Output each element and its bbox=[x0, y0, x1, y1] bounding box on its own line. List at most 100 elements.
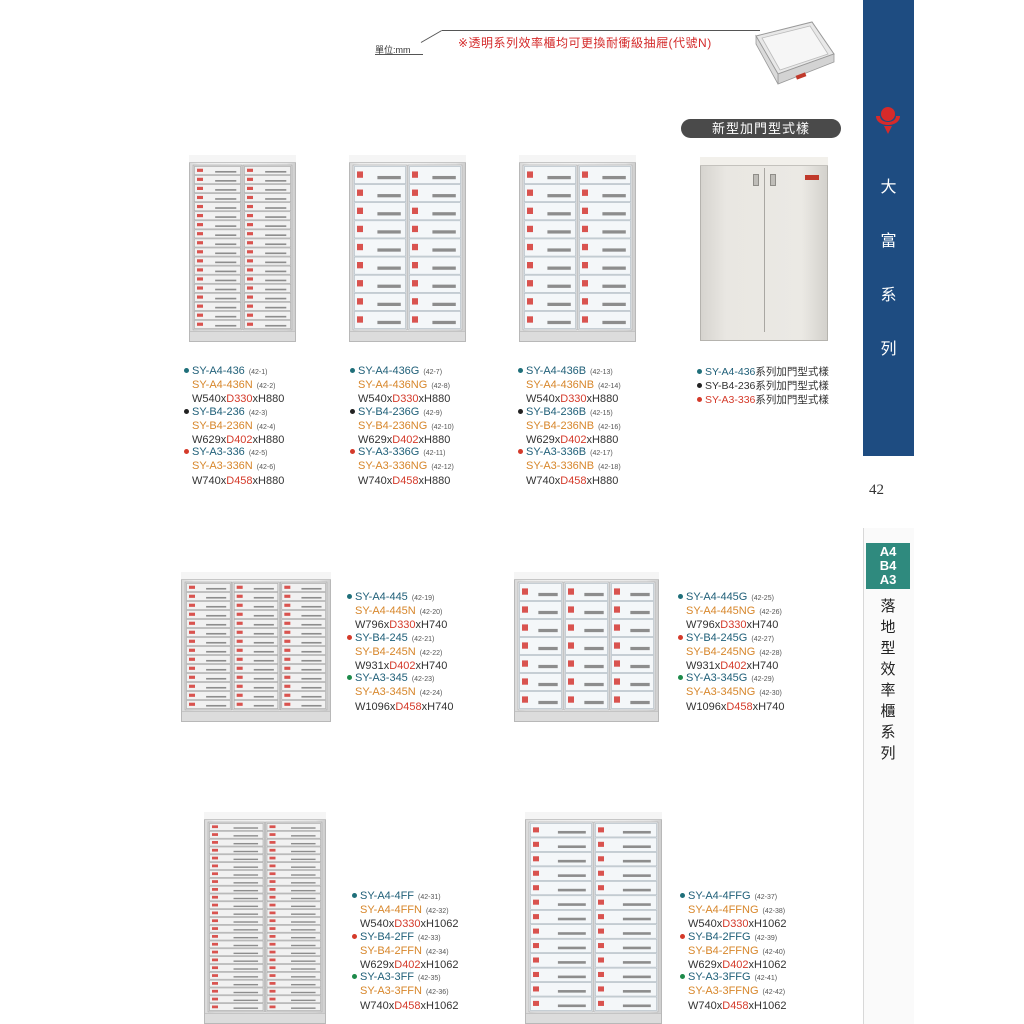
drawer bbox=[209, 972, 264, 980]
drawer bbox=[281, 691, 326, 700]
drawer-label bbox=[212, 825, 218, 829]
drawer bbox=[266, 831, 321, 839]
drawer-handle bbox=[301, 668, 322, 671]
drawer-handle bbox=[301, 659, 322, 662]
dimension-depth: D402 bbox=[722, 959, 749, 972]
drawer-handle bbox=[291, 827, 316, 829]
drawer-label bbox=[568, 660, 574, 667]
drawer-label bbox=[269, 1005, 276, 1009]
drawer-label bbox=[284, 612, 291, 616]
drawer-label bbox=[568, 642, 574, 649]
drawer-handle bbox=[584, 592, 604, 597]
drawer-column bbox=[184, 581, 232, 711]
drawer-handle bbox=[253, 596, 274, 599]
product-spec-block: SY-A4-436G(42-7)SY-A4-436NG(42-8)W540xD3… bbox=[350, 365, 454, 487]
dimension-depth: D402 bbox=[394, 959, 421, 972]
drawer bbox=[194, 166, 241, 175]
drawer-label bbox=[533, 928, 539, 934]
dimension-height: xH740 bbox=[415, 619, 448, 632]
dimension-height: xH880 bbox=[418, 434, 451, 447]
drawer-handle bbox=[265, 297, 287, 300]
drawer bbox=[266, 925, 321, 933]
drawer bbox=[281, 700, 326, 709]
model-name-variant: SY-A4-445N bbox=[355, 605, 416, 618]
drawer-label bbox=[598, 914, 604, 920]
drawer-handle bbox=[233, 983, 259, 986]
drawer bbox=[266, 909, 321, 917]
bullet-icon bbox=[350, 368, 355, 373]
header-rule-slant bbox=[420, 30, 443, 43]
drawer-label bbox=[533, 957, 539, 963]
drawer-handle bbox=[253, 587, 274, 590]
drawer bbox=[266, 854, 321, 862]
dimension-width: W540x bbox=[688, 918, 723, 931]
model-name: SY-A3-336 bbox=[192, 446, 245, 459]
drawer-label bbox=[269, 841, 276, 844]
drawer-label bbox=[212, 864, 218, 868]
model-name: SY-B4-236 bbox=[192, 405, 245, 418]
drawer bbox=[579, 166, 631, 184]
drawer-label bbox=[284, 657, 291, 661]
catalog-code: (42-16) bbox=[598, 423, 621, 431]
drawer-label bbox=[197, 168, 203, 172]
drawer bbox=[281, 655, 326, 664]
door-style-model: SY-A3-336 bbox=[705, 394, 756, 406]
drawer-label bbox=[527, 298, 533, 305]
drawer-label bbox=[568, 588, 574, 595]
drawer-handle bbox=[233, 827, 259, 829]
drawer bbox=[244, 247, 291, 257]
drawer bbox=[266, 870, 321, 878]
drawer-handle bbox=[253, 677, 274, 680]
drawer bbox=[244, 238, 291, 248]
drawer bbox=[409, 238, 461, 257]
drawer bbox=[595, 910, 657, 924]
catalog-code: (42-32) bbox=[425, 908, 449, 916]
drawer-label bbox=[522, 588, 528, 595]
drawer-label bbox=[598, 870, 604, 876]
drawer-label bbox=[568, 678, 574, 685]
drawer-label bbox=[189, 639, 195, 643]
dimension-height: xH880 bbox=[252, 474, 285, 487]
drawer-handle bbox=[215, 216, 237, 218]
drawer bbox=[409, 293, 461, 311]
drawer bbox=[244, 193, 291, 202]
dimension-height: xH740 bbox=[415, 660, 448, 673]
drawer-handle bbox=[253, 614, 274, 617]
drawer-handle bbox=[206, 659, 227, 662]
drawer-handle bbox=[233, 913, 259, 915]
drawer-handle bbox=[291, 976, 316, 978]
model-row-variant: SY-A4-445N(42-20) bbox=[347, 605, 453, 619]
drawer bbox=[579, 238, 631, 257]
drawer-handle bbox=[557, 888, 586, 892]
drawer-handle bbox=[301, 596, 322, 599]
drawer bbox=[266, 901, 321, 909]
dimension-depth: D458 bbox=[722, 999, 749, 1012]
model-row: SY-A4-4FF(42-31) bbox=[352, 890, 458, 904]
dimension-height: xH880 bbox=[418, 474, 451, 487]
model-row: SY-A3-336G(42-11) bbox=[350, 446, 454, 460]
dimension-row: W740xD458xH880 bbox=[350, 475, 454, 487]
drawer-label bbox=[582, 189, 588, 196]
drawer bbox=[233, 664, 279, 673]
size-b4: B4 bbox=[879, 558, 897, 573]
catalog-code: (42-25) bbox=[751, 595, 774, 602]
drawer-label bbox=[269, 989, 276, 993]
drawer-label bbox=[197, 304, 203, 308]
drawer-handle bbox=[538, 592, 558, 597]
door-style-suffix: 系列加門型式樣 bbox=[755, 380, 829, 392]
bullet-icon bbox=[352, 893, 357, 898]
model-name-variant: SY-A3-345NG bbox=[686, 686, 756, 699]
drawer-label bbox=[582, 298, 588, 305]
dimension-depth: D330 bbox=[720, 619, 747, 632]
drawer bbox=[281, 673, 326, 682]
drawer bbox=[595, 837, 657, 852]
drawer-handle bbox=[291, 952, 316, 955]
drawer-label bbox=[357, 243, 363, 251]
drawer-label bbox=[357, 189, 363, 196]
sidebar-brand-band bbox=[863, 0, 914, 456]
dimension-row: W740xD458xH880 bbox=[184, 475, 284, 487]
drawer-handle bbox=[253, 695, 274, 698]
drawer-handle bbox=[584, 682, 604, 687]
drawer-handle bbox=[206, 668, 227, 671]
drawer bbox=[194, 184, 241, 193]
